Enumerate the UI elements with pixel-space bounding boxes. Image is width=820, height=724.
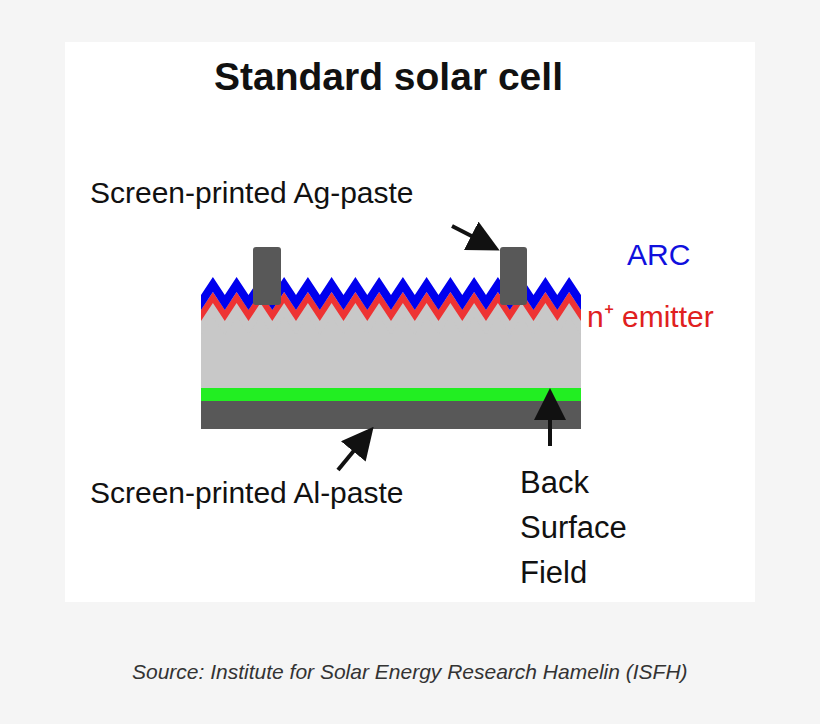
leader-arrow bbox=[548, 400, 552, 446]
diagram-title: Standard solar cell bbox=[214, 55, 563, 99]
leader-arrow bbox=[452, 226, 489, 245]
bsf-label: Back Surface Field bbox=[520, 460, 670, 595]
al-paste-label: Screen-printed Al-paste bbox=[90, 476, 404, 510]
ag-finger bbox=[500, 247, 527, 305]
arc-label: ARC bbox=[627, 238, 690, 272]
al-paste-layer bbox=[201, 401, 581, 429]
leader-arrow bbox=[338, 436, 366, 470]
ag-finger bbox=[253, 247, 281, 305]
bsf-layer bbox=[201, 388, 581, 401]
ag-paste-label: Screen-printed Ag-paste bbox=[90, 176, 414, 210]
emitter-label: n⁺ emitter bbox=[587, 295, 714, 336]
source-caption: Source: Institute for Solar Energy Resea… bbox=[132, 660, 688, 684]
